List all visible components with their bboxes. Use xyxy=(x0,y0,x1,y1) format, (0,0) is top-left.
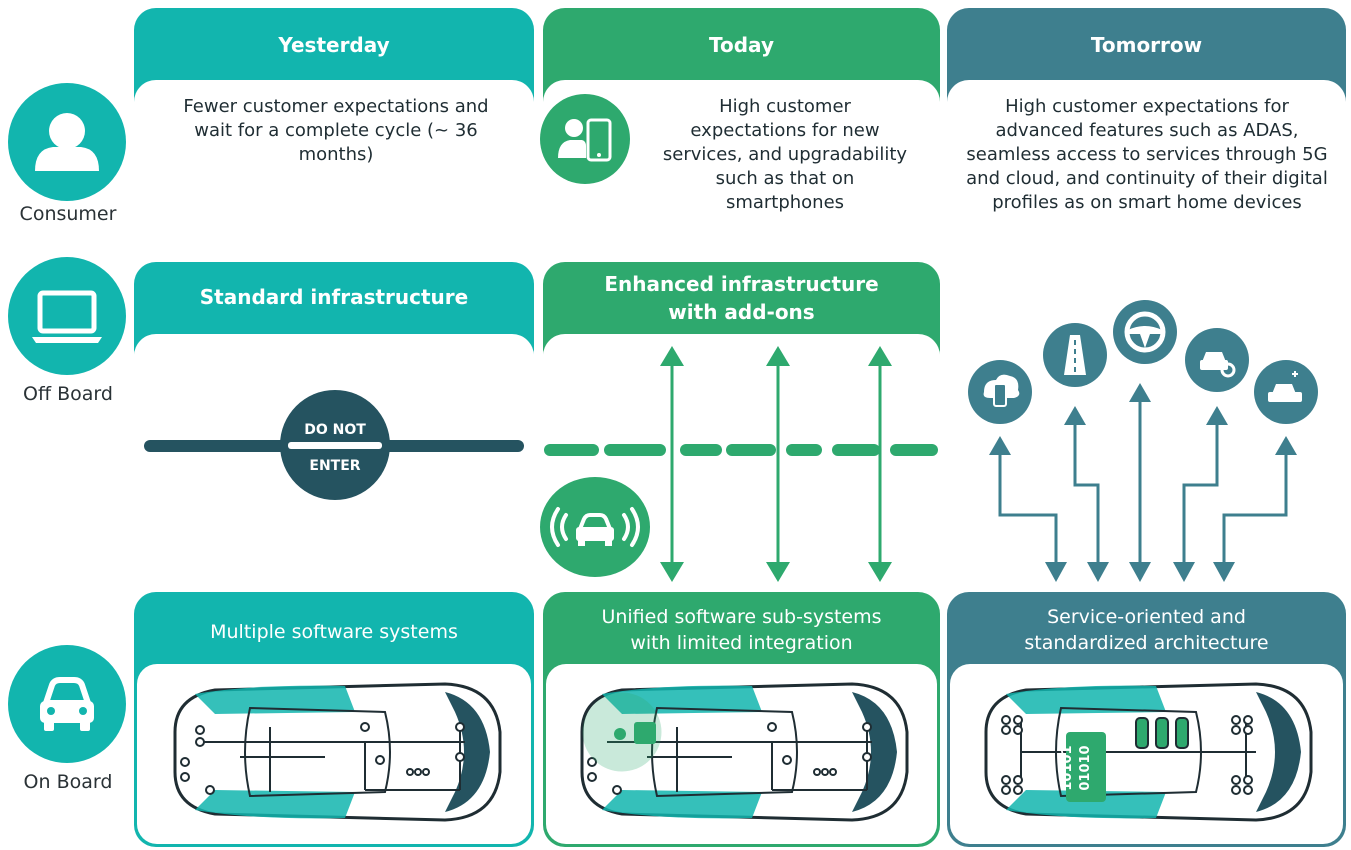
binary-line2: 01010 xyxy=(1078,745,1093,791)
car-icon xyxy=(8,645,126,763)
binary-code-label: 10101 01010 xyxy=(1059,743,1115,793)
unified-software-title: Unified software sub-systems with limite… xyxy=(601,606,882,654)
row-label-offboard: Off Board xyxy=(23,383,113,405)
do-not-enter-sign: DO NOT ENTER xyxy=(280,390,390,500)
enhanced-infrastructure-title: Enhanced infrastructure with add-ons xyxy=(604,272,879,324)
binary-line1: 10101 xyxy=(1060,745,1075,791)
do-not-enter-bar xyxy=(288,442,382,449)
tomorrow-consumer-text: High customer expectations for advanced … xyxy=(966,96,1328,213)
do-not-enter-line2: ENTER xyxy=(309,458,361,474)
yesterday-offboard-panel: Standard infrastructure xyxy=(134,262,534,376)
row-label-onboard: On Board xyxy=(23,771,113,793)
multiple-software-title: Multiple software systems xyxy=(210,621,458,643)
laptop-icon xyxy=(8,257,126,375)
tomorrow-header-panel: Tomorrow xyxy=(947,8,1346,288)
do-not-enter-line1: DO NOT xyxy=(304,422,366,438)
standard-infrastructure-title: Standard infrastructure xyxy=(199,285,469,309)
row-label-consumer: Consumer xyxy=(19,203,117,225)
yesterday-title: Yesterday xyxy=(278,33,390,57)
consumer-icon xyxy=(8,83,126,201)
yesterday-consumer-text: Fewer customer expectations and wait for… xyxy=(183,96,489,165)
yesterday-header-panel: Yesterday xyxy=(134,8,534,252)
connected-car-icon xyxy=(540,477,650,577)
today-header-panel: Today xyxy=(543,8,940,252)
today-car-diagram xyxy=(580,682,909,822)
service-oriented-title: Service-oriented and standardized archit… xyxy=(1024,606,1269,654)
yesterday-car-diagram xyxy=(173,682,502,822)
tomorrow-car-diagram xyxy=(984,682,1313,822)
today-consumer-text: High customer expectations for new servi… xyxy=(662,96,908,213)
today-title: Today xyxy=(709,33,774,57)
tomorrow-title: Tomorrow xyxy=(1090,33,1203,57)
today-offboard-panel: Enhanced infrastructure with add-ons xyxy=(543,262,940,376)
user-smartphone-icon xyxy=(540,94,630,184)
